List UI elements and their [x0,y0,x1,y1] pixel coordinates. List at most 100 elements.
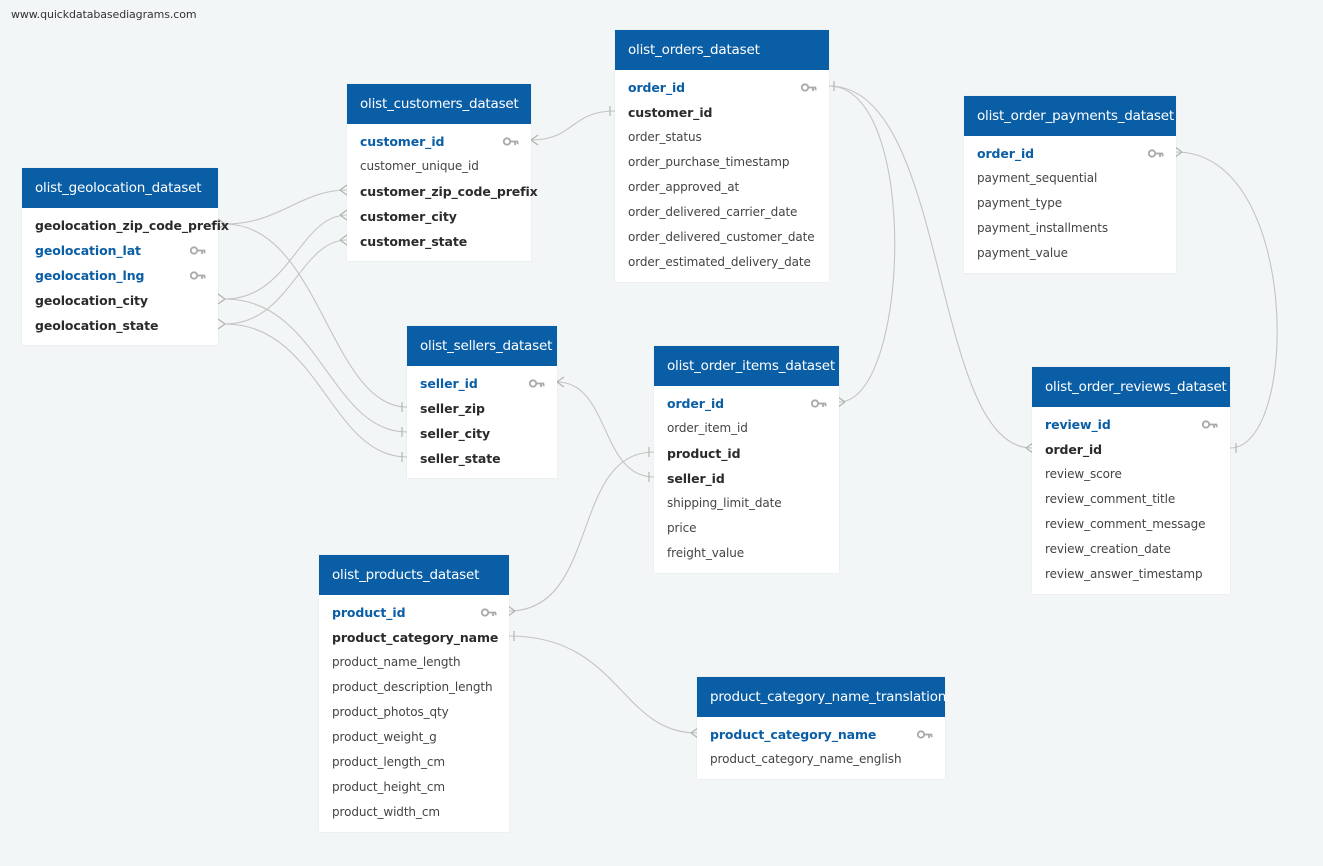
key-icon [190,271,206,280]
column-row[interactable]: order_id [654,391,839,416]
column-row[interactable]: customer_id [615,100,829,125]
column-row[interactable]: order_status [615,125,829,150]
table-product-category-name-translation[interactable]: product_category_name_translation produc… [697,677,945,779]
column-row[interactable]: customer_zip_code_prefix [347,179,538,204]
column-row[interactable]: freight_value [654,541,839,566]
column-row[interactable]: payment_installments [964,216,1176,241]
key-icon [917,730,933,739]
column-row[interactable]: review_creation_date [1032,537,1230,562]
column-row[interactable]: product_name_length [319,650,509,675]
column-row[interactable]: customer_id [347,129,531,154]
column-row[interactable]: review_score [1032,462,1230,487]
table-olist-customers-dataset[interactable]: olist_customers_dataset customer_id cust… [347,84,538,261]
column-row[interactable]: shipping_limit_date [654,491,839,516]
column-row[interactable]: seller_id [654,466,839,491]
column-row[interactable]: product_weight_g [319,725,509,750]
column-row[interactable]: geolocation_zip_code_prefix [22,213,229,238]
key-icon [1148,149,1164,158]
column-row[interactable]: customer_city [347,204,531,229]
column-row[interactable]: seller_id [407,371,557,396]
column-name: customer_state [360,234,468,249]
table-title[interactable]: olist_orders_dataset [615,30,829,70]
table-olist-order-reviews-dataset[interactable]: olist_order_reviews_dataset review_id or… [1032,367,1230,594]
column-row[interactable]: product_width_cm [319,800,509,825]
column-name: seller_state [420,451,501,466]
column-row[interactable]: review_id [1032,412,1230,437]
column-name: review_answer_timestamp [1045,567,1203,581]
column-name: order_estimated_delivery_date [628,255,811,269]
column-name: product_length_cm [332,755,445,769]
column-row[interactable]: order_purchase_timestamp [615,150,829,175]
link-state-customer [224,239,348,325]
column-name: geolocation_lat [35,243,141,258]
relationship-end-marker [556,376,565,388]
column-row[interactable]: geolocation_state [22,313,218,338]
column-row[interactable]: product_length_cm [319,750,509,775]
key-icon [481,608,497,617]
column-row[interactable]: payment_value [964,241,1176,266]
column-row[interactable]: order_approved_at [615,175,829,200]
table-olist-products-dataset[interactable]: olist_products_dataset product_id produc… [319,555,509,832]
column-row[interactable]: order_id [964,141,1176,166]
column-row[interactable]: order_estimated_delivery_date [615,250,829,275]
table-title[interactable]: olist_sellers_dataset [407,326,557,366]
column-row[interactable]: review_comment_message [1032,512,1230,537]
column-row[interactable]: geolocation_lng [22,263,218,288]
column-name: payment_value [977,246,1068,260]
link-seller-items [556,381,655,478]
table-olist-order-payments-dataset[interactable]: olist_order_payments_dataset order_id pa… [964,96,1176,273]
column-name: geolocation_state [35,318,159,333]
column-name: order_id [1045,442,1103,457]
table-title[interactable]: olist_order_payments_dataset [964,96,1176,136]
column-row[interactable]: geolocation_lat [22,238,218,263]
column-row[interactable]: product_height_cm [319,775,509,800]
column-row[interactable]: customer_unique_id [347,154,531,179]
table-title[interactable]: olist_customers_dataset [347,84,531,124]
column-row[interactable]: order_delivered_carrier_date [615,200,829,225]
column-row[interactable]: review_answer_timestamp [1032,562,1230,587]
column-name: payment_type [977,196,1063,210]
column-name: order_approved_at [628,180,740,194]
column-name: review_id [1045,417,1111,432]
column-row[interactable]: product_category_name [319,625,509,650]
column-name: seller_id [420,376,478,391]
column-name: shipping_limit_date [667,496,782,510]
column-row[interactable]: order_id [1032,437,1230,462]
column-row[interactable]: seller_state [407,446,557,471]
table-title[interactable]: olist_products_dataset [319,555,509,595]
column-row[interactable]: seller_city [407,421,557,446]
table-title[interactable]: olist_order_reviews_dataset [1032,367,1230,407]
table-olist-orders-dataset[interactable]: olist_orders_dataset order_id customer_i… [615,30,829,282]
column-name: customer_id [360,134,445,149]
column-row[interactable]: product_category_name_english [697,747,945,772]
table-olist-geolocation-dataset[interactable]: olist_geolocation_dataset geolocation_zi… [22,168,229,345]
column-name: geolocation_lng [35,268,145,283]
column-row[interactable]: geolocation_city [22,288,218,313]
relationship-end-marker [339,209,348,221]
column-row[interactable]: product_id [319,600,509,625]
link-city-seller [224,298,408,433]
column-row[interactable]: seller_zip [407,396,557,421]
column-row[interactable]: product_category_name [697,722,945,747]
column-row[interactable]: order_delivered_customer_date [615,225,829,250]
table-title[interactable]: product_category_name_translation [697,677,945,717]
column-row[interactable]: review_comment_title [1032,487,1230,512]
column-row[interactable]: product_id [654,441,839,466]
table-title[interactable]: olist_geolocation_dataset [22,168,218,208]
relationship-end-marker [217,293,226,305]
column-row[interactable]: order_item_id [654,416,839,441]
key-icon [811,399,827,408]
column-row[interactable]: product_photos_qty [319,700,509,725]
column-row[interactable]: order_id [615,75,829,100]
column-row[interactable]: customer_state [347,229,531,254]
column-name: customer_zip_code_prefix [360,184,538,199]
column-row[interactable]: payment_type [964,191,1176,216]
table-title[interactable]: olist_order_items_dataset [654,346,839,386]
column-row[interactable]: payment_sequential [964,166,1176,191]
column-row[interactable]: price [654,516,839,541]
column-name: order_id [628,80,686,95]
column-row[interactable]: product_description_length [319,675,509,700]
table-olist-order-items-dataset[interactable]: olist_order_items_dataset order_id order… [654,346,839,573]
table-olist-sellers-dataset[interactable]: olist_sellers_dataset seller_id seller_z… [407,326,557,478]
column-name: product_photos_qty [332,705,449,719]
